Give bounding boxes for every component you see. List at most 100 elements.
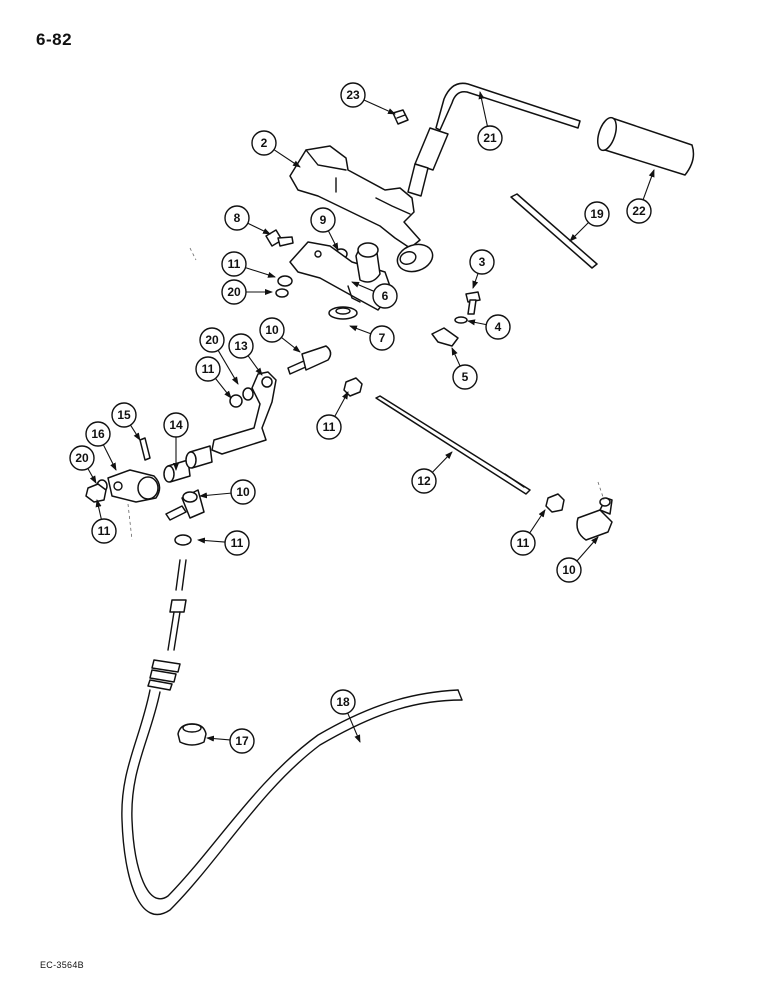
callout-label-c20a: 20 [227,285,241,299]
callout-label-c21: 21 [483,131,497,145]
callout-c7: 7 [349,325,395,351]
part-20-washer-arm [242,387,254,401]
part-6-selector-bracket [289,241,393,311]
callout-label-c6: 6 [382,289,389,303]
callout-circle-c3 [469,249,495,275]
callout-leader-c22 [642,169,655,200]
callout-circle-c13 [228,333,254,359]
callout-c17: 17 [206,728,255,754]
callout-label-c11a: 11 [228,257,241,271]
part-16-clevis [107,469,161,503]
callout-circle-c10c [556,557,582,583]
callout-label-c8: 8 [234,211,241,225]
callout-label-c11c: 11 [323,420,336,434]
callout-label-c13: 13 [234,339,248,353]
part-11-nut-free [343,377,363,397]
callout-c3: 3 [469,249,495,289]
callout-leader-c20b [217,350,239,385]
part-10-ball-joint-lower-left [165,489,205,521]
callout-c11d: 11 [91,499,117,544]
callout-leader-c18 [347,712,361,743]
callout-label-c20b: 20 [205,333,219,347]
callout-c12: 12 [411,451,453,494]
callout-c2: 2 [251,130,301,168]
callout-leader-c11a [245,267,276,278]
callout-c11e: 11 [197,530,250,556]
part-2-upper-bracket [289,145,434,273]
callout-leader-c12 [431,451,453,473]
callout-circle-c11e [224,530,250,556]
callout-c10a: 10 [259,317,301,353]
callout-c8: 8 [224,205,271,235]
callout-label-c11d: 11 [98,524,111,538]
part-20-washer-upper [275,288,289,298]
callout-circle-c20a [221,279,247,305]
callout-leader-c3 [472,273,479,289]
callout-circle-c2 [251,130,277,156]
callout-c20c: 20 [69,445,97,484]
callout-label-c14: 14 [169,418,183,432]
callout-c20a: 20 [221,279,273,305]
callout-circle-c15 [111,402,137,428]
callout-c11c: 11 [316,391,349,440]
callout-c9: 9 [310,207,339,251]
callout-label-c11b: 11 [202,362,215,376]
part-7-bushing [328,306,358,320]
callout-label-c3: 3 [479,255,486,269]
callout-circle-c18 [330,689,356,715]
callout-label-c11f: 11 [517,536,530,550]
callout-leader-c20c [87,468,97,484]
callout-circle-c11a [221,251,247,277]
callout-circle-c11c [316,414,342,440]
callout-leader-c10c [576,536,599,562]
callout-leader-c6 [351,281,375,292]
callout-leader-c23 [363,99,396,115]
callout-c18: 18 [330,689,361,743]
callout-leader-c9 [327,230,339,251]
callout-leader-c10b [199,492,232,499]
callout-c14: 14 [163,412,189,471]
callout-label-c10a: 10 [265,323,279,337]
callout-c15: 15 [111,402,141,441]
callout-c21: 21 [477,91,503,151]
callout-circle-c22 [626,198,652,224]
callout-c4: 4 [467,314,511,340]
part-23-clip [392,109,409,125]
part-8-bolt [265,229,294,247]
callout-c5: 5 [451,347,478,390]
callout-c20b: 20 [199,327,239,385]
callout-label-c12: 12 [417,474,431,488]
callout-circle-c11b [195,356,221,382]
callout-circle-c23 [340,82,366,108]
callout-c16: 16 [85,421,117,471]
callout-leader-c11e [197,537,226,544]
part-11-nut-upper [277,275,293,287]
callout-label-c10b: 10 [236,485,250,499]
callout-circle-c20c [69,445,95,471]
callout-c6: 6 [351,281,398,309]
callout-c10b: 10 [199,479,256,505]
part-11-nut-arm [229,394,243,408]
callout-circle-c6 [372,283,398,309]
callout-leader-c11b [215,378,232,399]
callout-circle-c20b [199,327,225,353]
part-10-ball-joint-upper [287,345,332,375]
page-number: 6-82 [36,30,73,49]
callout-leader-c5 [451,347,461,367]
callout-leader-c10a [281,336,301,353]
callout-leader-c4 [467,319,487,326]
callout-circle-c16 [85,421,111,447]
callout-leader-c17 [206,735,231,742]
figure-reference-code: EC-3564B [40,960,84,970]
callout-label-c2: 2 [261,136,268,150]
callout-label-c15: 15 [117,408,131,422]
callout-c11f: 11 [510,509,546,556]
callout-label-c19: 19 [590,207,604,221]
part-4-lock-washer [454,316,468,324]
callout-c13: 13 [228,333,263,376]
callout-leader-c2 [273,149,301,168]
callout-label-c20c: 20 [75,451,89,465]
callout-circle-c7 [369,325,395,351]
